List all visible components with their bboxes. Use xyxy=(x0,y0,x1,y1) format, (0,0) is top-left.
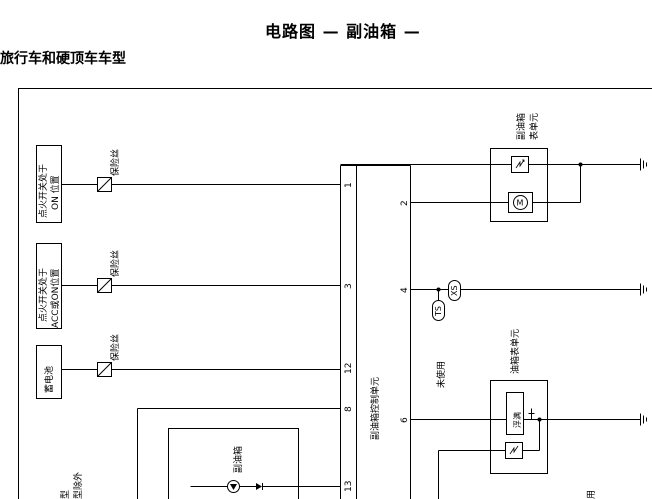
pin-12: 12 xyxy=(344,363,354,374)
pin-4: 4 xyxy=(400,287,410,293)
ignition-on-label-1: 点火开关处于 xyxy=(37,164,49,218)
ignition-acc-label-2: ACC或ON位置 xyxy=(49,269,61,328)
unused-label: 未使用 xyxy=(435,361,447,388)
pin-6: 6 xyxy=(400,417,410,423)
page-title: 电路图 — 副油箱 — xyxy=(265,22,421,41)
sub-tank-box: 副油箱 xyxy=(168,428,341,499)
fuse-1-label: 保险丝 xyxy=(109,149,121,176)
ignition-acc-label-1: 点火开关处于 xyxy=(37,268,49,322)
pin-3: 3 xyxy=(344,283,354,289)
fuse-1: 保险丝 xyxy=(97,149,121,192)
fuel-gauge-unit: 油箱表单元 浮满 xyxy=(410,329,641,474)
pin-2: 2 xyxy=(400,200,410,206)
float-label: 浮满 xyxy=(512,412,522,428)
fuse-3: 保险丝 xyxy=(97,334,121,377)
connector-xs-label: XS xyxy=(450,285,459,296)
connector-ts-label: TS xyxy=(434,306,443,317)
ground-symbol-3 xyxy=(640,413,647,426)
control-unit-label: 副油箱控制单元 xyxy=(369,377,381,440)
sub-tank-label: 副油箱 xyxy=(232,446,244,473)
battery-source: 蓄电池 xyxy=(36,345,62,399)
pin-1: 1 xyxy=(344,182,354,188)
gauge-unit-label-2: 表单元 xyxy=(528,113,540,140)
fuse-2: 保险丝 xyxy=(97,250,121,293)
ignition-on-source: 点火开关处于 ON 位置 xyxy=(36,145,62,223)
ignition-acc-source: 点火开关处于 ACC或ON位置 xyxy=(36,243,62,329)
fuse-3-label: 保险丝 xyxy=(109,334,121,361)
diagram-frame xyxy=(18,88,652,499)
ignition-on-label-2: ON 位置 xyxy=(49,175,61,210)
pin-8: 8 xyxy=(344,406,354,412)
control-unit: 副油箱控制单元 xyxy=(340,165,411,499)
sub-tank-gauge-unit: 副油箱 表单元 M xyxy=(490,113,581,222)
pin-13: 13 xyxy=(344,481,354,492)
right-bottom-text: 用 xyxy=(586,490,597,499)
left-bottom-text-2: 型除外 xyxy=(72,472,84,499)
ground-symbol-1 xyxy=(640,158,647,171)
gauge-unit-label-1: 副油箱 xyxy=(515,113,527,140)
battery-label: 蓄电池 xyxy=(43,366,55,393)
left-bottom-text-1: 型 xyxy=(60,490,71,499)
connector-xs: XS xyxy=(448,280,461,301)
fuse-2-label: 保险丝 xyxy=(109,250,121,277)
ground-symbol-2 xyxy=(640,283,647,296)
connector-ts: TS xyxy=(432,300,445,321)
page-subtitle: 旅行车和硬顶车车型 xyxy=(0,51,126,67)
fuel-gauge-unit-label: 油箱表单元 xyxy=(509,329,521,374)
svg-text:M: M xyxy=(517,199,524,208)
